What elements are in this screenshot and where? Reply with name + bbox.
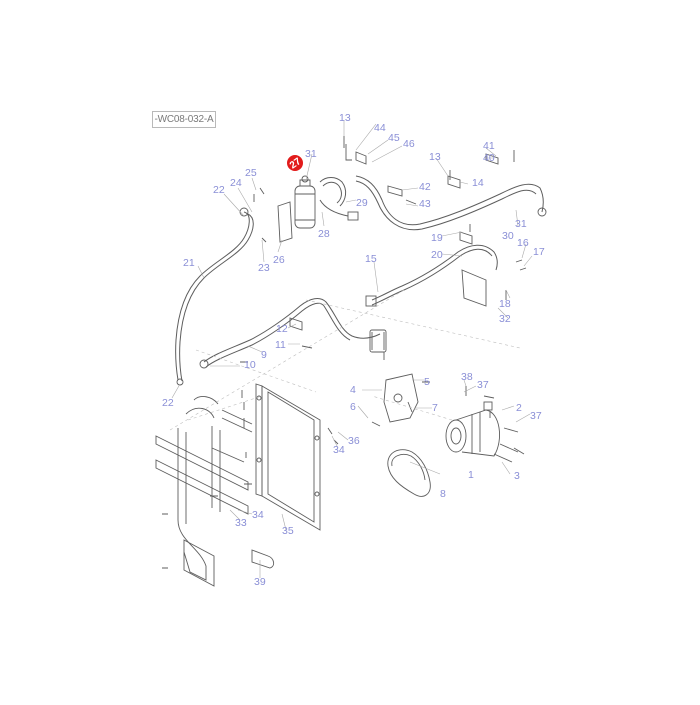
callout-label: 39 [254, 576, 266, 588]
callout-label: 4 [350, 384, 356, 396]
callout-label: 18 [499, 298, 511, 310]
receiver-drier [294, 175, 316, 229]
clamp-39 [251, 549, 275, 569]
callout-label: 10 [244, 359, 256, 371]
callout-label: 38 [461, 371, 473, 383]
bolts [162, 136, 527, 569]
callout-label: 2 [516, 402, 522, 414]
callout-label: 8 [440, 488, 446, 500]
callout-label: 3 [514, 470, 520, 482]
callout-label: 20 [431, 249, 443, 261]
callout-label: 7 [432, 402, 438, 414]
callout-label: 12 [276, 323, 288, 335]
clip-42 [387, 185, 403, 197]
callout-label: 15 [365, 253, 377, 265]
frame-assembly [155, 396, 253, 587]
callout-label: 45 [388, 132, 400, 144]
callout-label: 26 [273, 254, 285, 266]
callout-label: 16 [517, 237, 529, 249]
callout-label: 25 [245, 167, 257, 179]
callout-label: 37 [477, 379, 489, 391]
callout-label: 30 [502, 230, 514, 242]
callout-label: 5 [424, 376, 430, 388]
callout-labels: 13 44 45 46 41 40 13 14 42 43 31 29 28 2… [162, 112, 545, 588]
clip-19 [459, 231, 473, 245]
bracket-4 [383, 373, 419, 423]
callout-label: 14 [472, 177, 484, 189]
callout-label: 34 [333, 444, 345, 456]
callout-label: 6 [350, 401, 356, 413]
callout-label: 37 [530, 410, 542, 422]
callout-label: 36 [348, 435, 360, 447]
callout-label: 1 [468, 469, 474, 481]
callout-label: 31 [305, 148, 317, 160]
dashed-reference-lines [169, 289, 521, 431]
callout-label: 13 [429, 151, 441, 163]
clip-44 [345, 144, 352, 161]
callout-label: 17 [533, 246, 545, 258]
callout-label: 33 [235, 517, 247, 529]
compressor [445, 401, 501, 457]
callout-label: 22 [162, 397, 174, 409]
leader-lines [171, 120, 533, 578]
bracket-32 [461, 269, 487, 307]
callout-label: 9 [261, 349, 267, 361]
highlight-marker [287, 155, 303, 171]
callout-label: 22 [213, 184, 225, 196]
callout-label: 42 [419, 181, 431, 193]
callout-label: 35 [282, 525, 294, 537]
callout-label: 34 [252, 509, 264, 521]
callout-label: 13 [339, 112, 351, 124]
callout-label: 43 [419, 198, 431, 210]
callout-label: 23 [258, 262, 270, 274]
callout-label: 28 [318, 228, 330, 240]
clip-14 [447, 175, 461, 189]
pipe-15 [371, 244, 498, 301]
pipe-9 [203, 298, 381, 363]
callout-label: 19 [431, 232, 443, 244]
condenser [255, 383, 321, 531]
callout-label: 41 [483, 140, 495, 152]
pipe-29 [319, 177, 347, 207]
callout-label: 44 [374, 122, 386, 134]
belt-8 [387, 449, 431, 497]
callout-label: 31 [515, 218, 527, 230]
hose-28 [319, 199, 349, 217]
clip-45 [355, 151, 367, 165]
callout-label: 21 [183, 257, 195, 269]
bracket-26 [277, 201, 293, 243]
callout-label: 24 [230, 177, 242, 189]
callout-label: 46 [403, 138, 415, 150]
pipe-21 [175, 211, 250, 381]
callout-label: 29 [356, 197, 368, 209]
reference-code-box: -WC08-032-A [152, 111, 216, 128]
pipe-30 [355, 175, 544, 226]
callout-label: 32 [499, 313, 511, 325]
callout-label: 40 [483, 152, 495, 164]
callout-label: 11 [275, 339, 286, 351]
clip-12 [289, 317, 303, 331]
